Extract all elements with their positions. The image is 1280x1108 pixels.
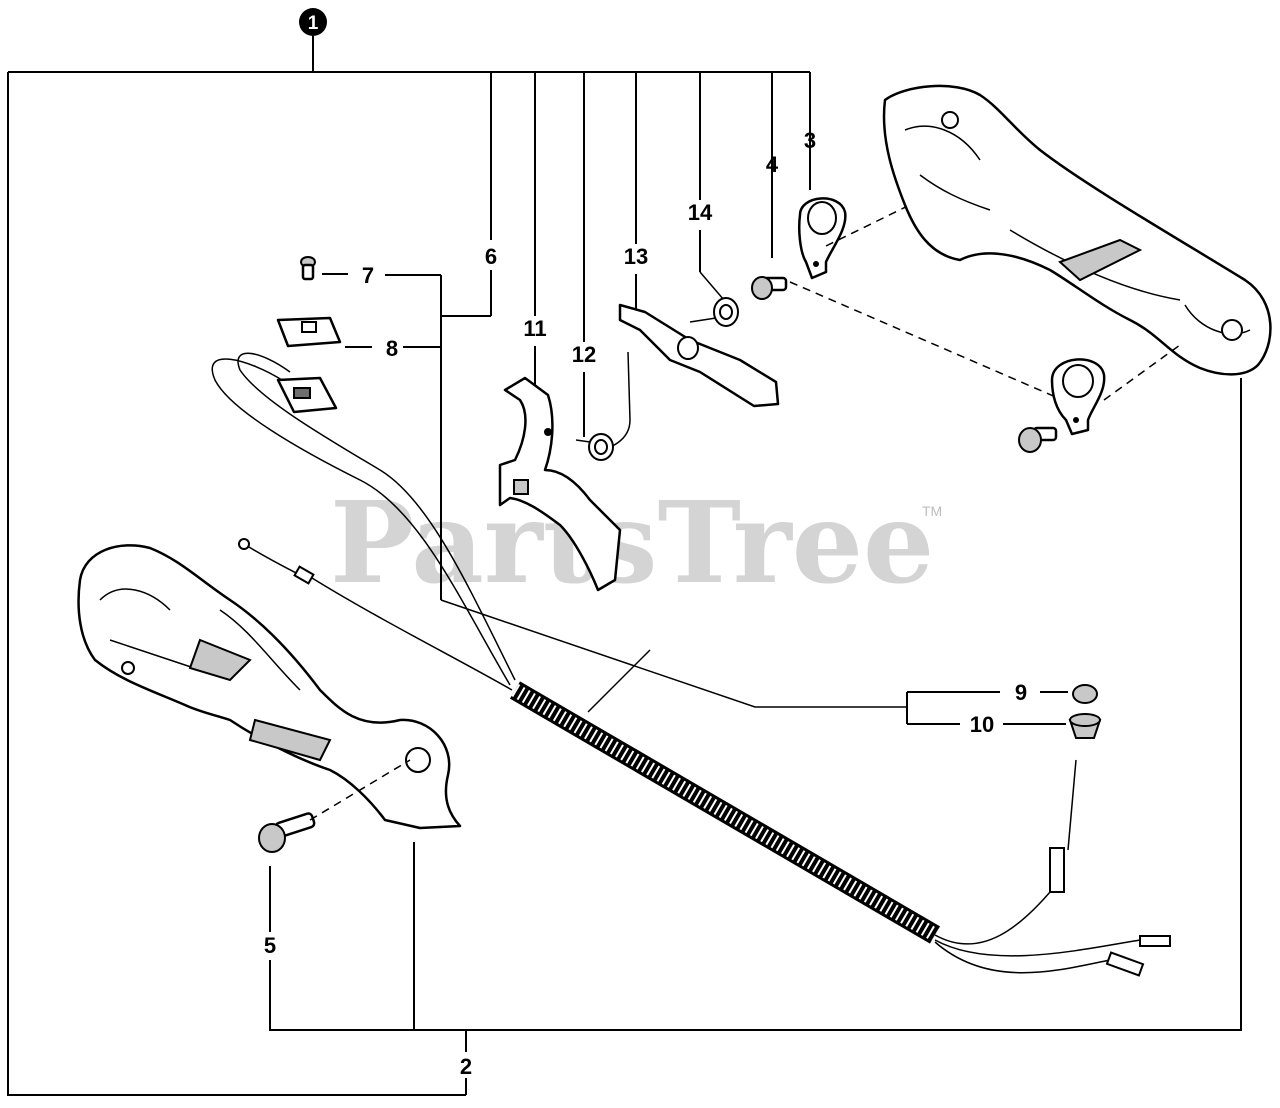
stop-switch-wires[interactable] [211,352,516,686]
callout-4[interactable]: 4 [766,152,779,177]
callout-9[interactable]: 9 [1015,680,1027,705]
clamp-part-3[interactable] [798,197,847,280]
throttle-cable-coil[interactable] [238,538,1171,977]
callout-7[interactable]: 7 [362,263,374,288]
torsion-spring-part-14[interactable] [689,271,739,327]
bracket-9-10 [906,691,1068,725]
callout-10[interactable]: 10 [970,712,994,737]
callout-6[interactable]: 6 [485,244,497,269]
watermark-trademark: TM [922,503,942,519]
callout-2[interactable]: 2 [460,1054,472,1079]
clamp-lower[interactable] [1050,358,1106,436]
assembly-number: 1 [308,13,319,34]
lever-part-13[interactable] [618,303,780,408]
nut-part-9[interactable] [1072,684,1098,704]
nut-part-10[interactable] [1068,713,1102,739]
screw-lower[interactable] [1018,426,1058,453]
assembly-number-badge[interactable]: 1 [299,8,327,36]
callout-12[interactable]: 12 [572,342,596,367]
outer-bracket [7,36,811,1096]
screw-part-4[interactable] [751,276,788,300]
callout-14[interactable]: 14 [688,200,713,225]
callout-11[interactable]: 11 [523,316,546,341]
rear-handle-half[interactable] [882,84,1272,376]
callout-13[interactable]: 13 [624,244,648,269]
bracket-6 [385,274,907,708]
watermark: PartsTree [330,478,934,609]
front-handle-half[interactable] [77,544,462,830]
callout-5[interactable]: 5 [264,933,276,958]
callout-8[interactable]: 8 [386,336,398,361]
switch-plate-part-8[interactable] [276,316,342,348]
spring-part-12[interactable] [575,351,631,461]
screw-part-7[interactable] [300,256,316,281]
callout-3[interactable]: 3 [804,128,816,153]
throttle-trigger-part-11[interactable] [498,376,622,592]
screw-part-5[interactable] [258,812,316,853]
